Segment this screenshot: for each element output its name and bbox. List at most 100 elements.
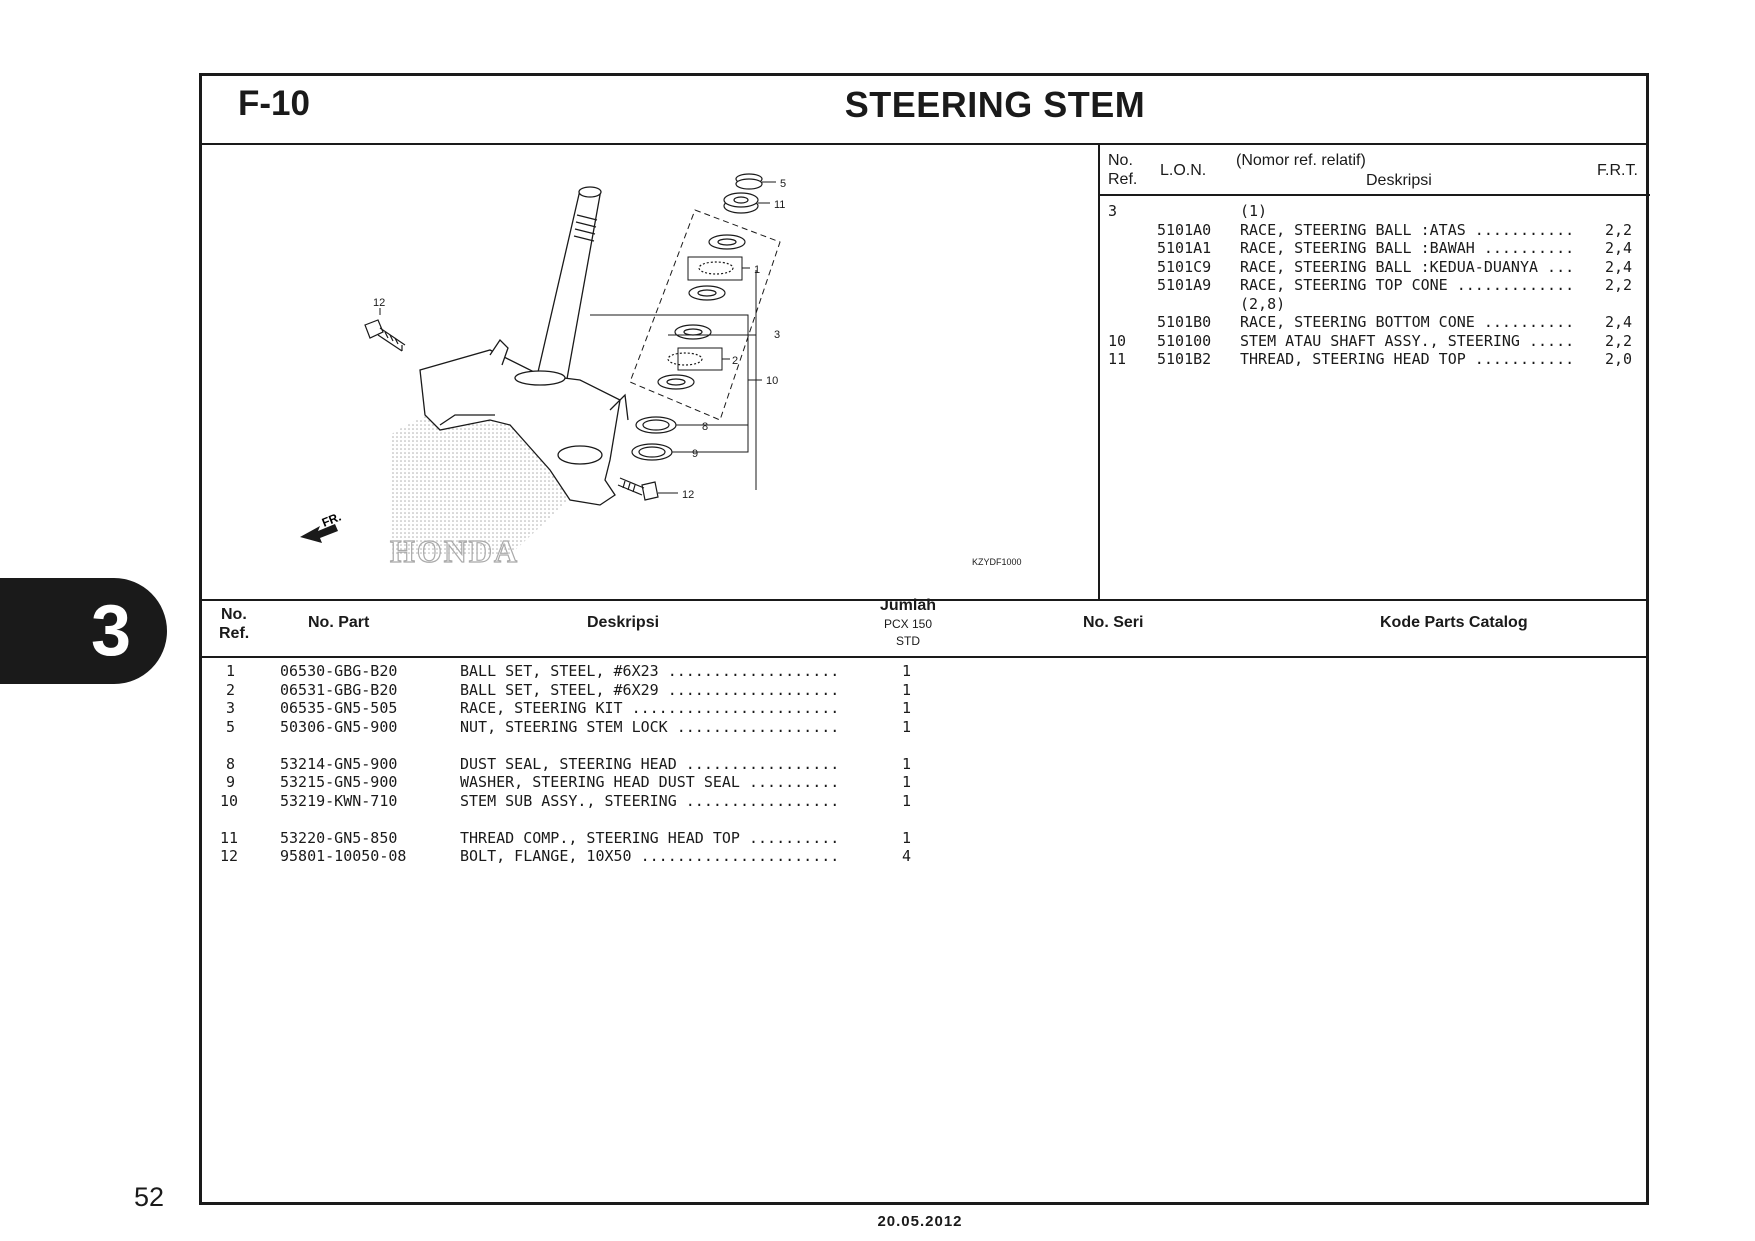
ref-header-lon: L.O.N. [1160,162,1207,179]
ref-header-ref: Ref. [1108,171,1138,188]
callout-12-lower: 12 [682,489,694,501]
diagram-divider [1098,145,1100,601]
parts-row-qty: 1 [902,754,912,773]
ref-row-ref: 3 [1108,202,1118,220]
parts-row-desc: WASHER, STEERING HEAD DUST SEAL ........… [460,773,840,791]
parts-row-qty: 1 [902,828,912,847]
parts-row-desc: BOLT, FLANGE, 10X50 ....................… [460,847,840,865]
parts-row-ref: 1 [226,662,236,680]
ref-header-divider [1100,194,1650,196]
ref-row-desc: RACE, STEERING BALL :BAWAH .......... [1240,239,1575,257]
parts-row-qty: 4 [902,847,912,865]
callout-2: 2 [732,355,738,367]
ref-row-lon: 510100 [1157,331,1212,350]
flange-bolt-lower [617,477,659,501]
parts-row-desc: STEM SUB ASSY., STEERING ...............… [460,791,840,810]
ref-row-desc: RACE, STEERING BOTTOM CONE .......... [1240,313,1575,331]
parts-row-part: 50306-GN5-900 [280,717,398,736]
bottom-bridge [419,338,629,506]
ref-row-lon: 5101A9 [1157,276,1212,294]
page-number: 52 [134,1182,165,1212]
ref-row-ref: 10 [1108,331,1127,350]
parts-row-desc: THREAD COMP., STEERING HEAD TOP ........… [460,828,840,847]
callout-labels: 5 11 1 3 12 2 10 8 9 12 [373,178,786,501]
parts-header-ref: Ref. [219,625,250,642]
callout-1: 1 [754,264,760,276]
callout-12-upper: 12 [373,297,385,309]
parts-row-qty: 1 [902,699,912,717]
page-frame [199,73,1650,1205]
parts-row-desc: NUT, STEERING STEM LOCK ................… [460,717,840,736]
ref-row-frt: 2,4 [1605,239,1633,257]
parts-row-ref: 11 [220,828,239,847]
parts-table-body: 1 06530-GBG-B20 BALL SET, STEEL, #6X23 .… [220,662,920,882]
callout-3: 3 [774,329,780,341]
parts-header-kode: Kode Parts Catalog [1380,614,1528,631]
callout-8: 8 [702,421,708,433]
ref-row-desc: (2,8) [1240,294,1286,313]
front-arrow-icon: FR. [300,510,343,543]
parts-header-jumlah: Jumlah [879,597,936,614]
parts-row-desc: BALL SET, STEEL, #6X29 .................… [460,680,840,699]
ref-header-deskripsi: Deskripsi [1366,172,1432,189]
parts-top-divider [202,599,1646,601]
chapter-number: 3 [90,591,132,671]
chapter-tab [0,578,167,684]
title-divider [202,143,1646,145]
ref-row-lon: 5101B2 [1157,350,1212,368]
parts-header-deskripsi: Deskripsi [587,614,660,631]
parts-row-ref: 2 [226,680,236,699]
parts-row-desc: DUST SEAL, STEERING HEAD ...............… [460,754,840,773]
brand-text-watermark: HONDA [390,533,519,569]
parts-header-no-seri: No. Seri [1083,614,1144,631]
ref-row-desc: RACE, STEERING BALL :ATAS ........... [1240,220,1575,239]
ref-row-frt: 2,4 [1605,313,1633,331]
parts-row-ref: 9 [226,773,236,791]
page-title: STEERING STEM [844,84,1146,125]
diagram-code: KZYDF1000 [972,557,1022,567]
parts-row-part: 06531-GBG-B20 [280,680,398,699]
print-date: 20.05.2012 [877,1213,963,1230]
parts-row-qty: 1 [902,680,912,699]
steering-stem-diagram: HONDA FR. [300,173,1022,570]
parts-row-ref: 8 [226,754,236,773]
ref-row-desc: RACE, STEERING TOP CONE ............. [1240,276,1575,294]
ref-row-frt: 2,2 [1605,220,1633,239]
parts-row-ref: 5 [226,717,236,736]
parts-row-part: 53220-GN5-850 [280,828,398,847]
section-code: F-10 [238,84,310,123]
ref-row-lon: 5101A1 [1157,239,1212,257]
parts-row-desc: BALL SET, STEEL, #6X23 .................… [460,662,840,680]
parts-row-qty: 1 [902,791,912,810]
ref-header-nomor: (Nomor ref. relatif) [1236,152,1366,169]
leader-lines [379,181,776,494]
stem-shaft [534,186,602,391]
parts-row-part: 53219-KWN-710 [280,791,398,810]
parts-row-ref: 12 [220,847,239,865]
ref-row-lon: 5101B0 [1157,313,1212,331]
parts-row-part: 06535-GN5-505 [280,699,398,717]
flange-bolt-upper [364,319,406,352]
parts-row-part: 53215-GN5-900 [280,773,398,791]
ref-row-lon: 5101A0 [1157,220,1212,239]
front-label: FR. [320,510,343,530]
parts-row-ref: 10 [220,791,239,810]
parts-header-variant: STD [896,634,920,648]
parts-row-ref: 3 [226,699,236,717]
ref-row-desc: RACE, STEERING BALL :KEDUA-DUANYA ... [1240,257,1575,276]
parts-row-qty: 1 [902,662,912,680]
parts-header-model: PCX 150 [883,617,933,631]
ref-row-frt: 2,2 [1605,331,1633,350]
callout-10: 10 [766,375,778,387]
ref-row-frt: 2,0 [1605,350,1633,368]
race-kit-outline [629,209,781,421]
parts-row-qty: 1 [902,773,912,791]
ref-row-lon: 5101C9 [1157,257,1212,276]
ref-header-frt: F.R.T. [1597,162,1638,179]
ref-row-frt: 2,2 [1605,276,1633,294]
parts-row-part: 95801-10050-08 [280,847,407,865]
ref-row-desc: (1) [1240,202,1268,220]
parts-stack [631,173,763,461]
callout-9: 9 [692,448,698,460]
ref-row-frt: 2,4 [1605,257,1633,276]
